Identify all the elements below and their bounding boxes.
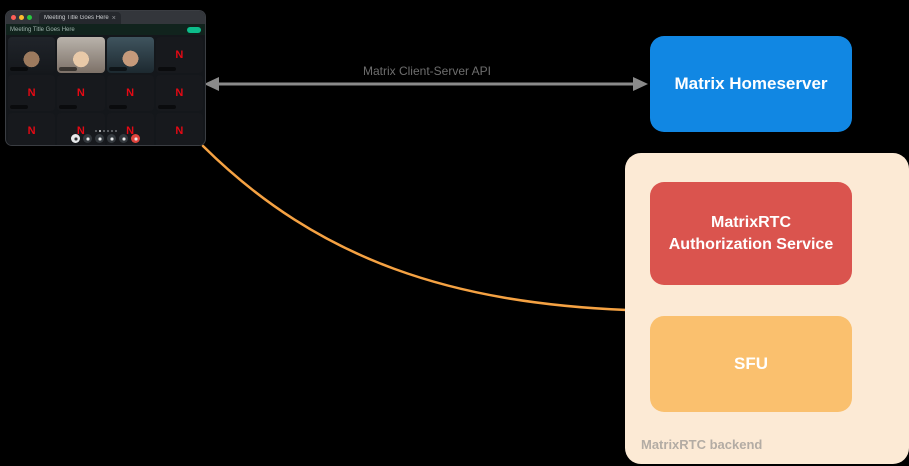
participant-name-pill — [59, 67, 78, 71]
video-tile-logo: N — [155, 113, 203, 145]
camera-button[interactable] — [95, 134, 104, 143]
n-logo-icon: N — [126, 125, 135, 137]
call-control-buttons — [71, 134, 140, 143]
video-tile-logo: N — [57, 75, 105, 111]
video-tile-person — [57, 37, 105, 73]
mic-button[interactable] — [83, 134, 92, 143]
traffic-light-close-icon[interactable] — [11, 15, 16, 20]
video-tile-logo: N — [8, 75, 56, 111]
participant-name-pill — [10, 105, 28, 109]
arrow-label: Matrix Client-Server API — [362, 64, 492, 78]
auth-service-box: MatrixRTC Authorization Service — [650, 182, 852, 285]
n-logo-icon: N — [76, 87, 85, 99]
call-app-window: Meeting Title Goes Here × Meeting Title … — [6, 11, 205, 145]
join-button[interactable] — [187, 26, 201, 33]
hangup-button[interactable] — [131, 134, 140, 143]
n-logo-icon: N — [175, 87, 184, 99]
video-tile-logo: N — [8, 113, 56, 145]
participant-name-pill — [108, 67, 127, 71]
n-logo-icon: N — [126, 87, 135, 99]
homeserver-box: Matrix Homeserver — [650, 36, 852, 132]
n-logo-icon: N — [27, 87, 36, 99]
raise-hand-button[interactable] — [71, 134, 80, 143]
backend-label: MatrixRTC backend — [641, 437, 763, 452]
n-logo-icon: N — [175, 125, 184, 137]
rtc-connection-curve — [201, 144, 629, 312]
call-header: Meeting Title Goes Here — [6, 24, 205, 35]
video-tile-logo: N — [155, 37, 203, 73]
participant-name-pill — [10, 67, 28, 71]
auth-service-label: MatrixRTC Authorization Service — [668, 213, 834, 253]
call-title: Meeting Title Goes Here — [10, 26, 75, 33]
n-logo-icon: N — [76, 125, 85, 137]
browser-tab[interactable]: Meeting Title Goes Here × — [39, 12, 121, 24]
arrowhead-left-icon — [204, 77, 219, 91]
browser-titlebar: Meeting Title Goes Here × — [6, 11, 205, 24]
participant-name-pill — [157, 105, 176, 109]
arrowhead-right-icon — [633, 77, 648, 91]
homeserver-label: Matrix Homeserver — [674, 74, 828, 93]
sfu-box: SFU — [650, 316, 852, 412]
video-tile-logo: N — [155, 75, 203, 111]
video-tile-person — [8, 37, 56, 73]
participant-name-pill — [157, 67, 176, 71]
pagination-dots — [94, 130, 117, 132]
n-logo-icon: N — [27, 125, 36, 137]
video-tile-grid: N N N N N N N N N — [6, 35, 205, 145]
backend-container: MatrixRTC Authorization Service SFU Matr… — [625, 153, 909, 464]
video-tile-logo: N — [106, 75, 154, 111]
screenshare-button[interactable] — [107, 134, 116, 143]
traffic-light-zoom-icon[interactable] — [27, 15, 32, 20]
tab-close-icon[interactable]: × — [111, 14, 116, 22]
more-options-button[interactable] — [119, 134, 128, 143]
sfu-label: SFU — [734, 354, 768, 373]
traffic-light-minimize-icon[interactable] — [19, 15, 24, 20]
call-controls — [6, 130, 205, 143]
participant-name-pill — [59, 105, 78, 109]
browser-tab-title: Meeting Title Goes Here — [44, 15, 109, 21]
n-logo-icon: N — [175, 49, 184, 61]
video-tile-person — [106, 37, 154, 73]
participant-name-pill — [108, 105, 127, 109]
